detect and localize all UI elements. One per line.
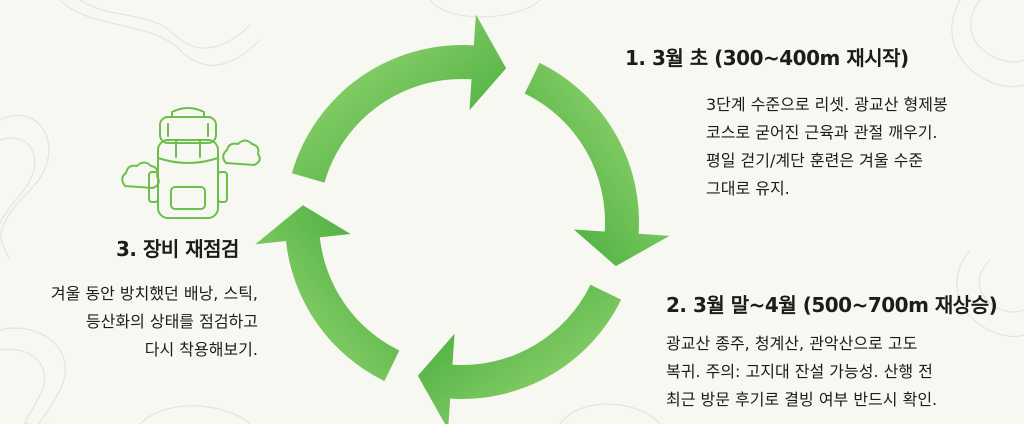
- step-3-title: 3. 장비 재점검: [116, 237, 239, 261]
- step-1-line: 3단계 수준으로 리셋. 광교산 형제봉: [706, 95, 948, 114]
- cloud-icon: [121, 161, 160, 190]
- step-2-title: 2. 3월 말~4월 (500~700m 재상승): [666, 293, 998, 317]
- step-1-line: 코스로 굳어진 근육과 관절 깨우기.: [706, 123, 938, 142]
- step-2-line: 복귀. 주의: 고지대 잔설 가능성. 산행 전: [666, 362, 933, 381]
- cloud-icon: [222, 139, 261, 167]
- cycle-arrow: [417, 284, 622, 424]
- step-3-line: 겨울 동안 방치했던 배낭, 스틱,: [50, 284, 258, 303]
- step-3-line: 등산화의 상태를 점검하고: [85, 312, 258, 331]
- cycle-arrow: [255, 205, 400, 382]
- step-1-description: 3단계 수준으로 리셋. 광교산 형제봉 코스로 굳어진 근육과 관절 깨우기.…: [706, 91, 948, 203]
- step-2-line: 광교산 종주, 청계산, 관악산으로 고도: [666, 334, 918, 353]
- step-1-line: 평일 걷기/계단 훈련은 겨울 수준: [706, 151, 924, 170]
- step-1-line: 그대로 유지.: [706, 179, 790, 198]
- step-3-description: 겨울 동안 방치했던 배낭, 스틱, 등산화의 상태를 점검하고 다시 착용해보…: [51, 280, 258, 364]
- cycle-arrow: [524, 62, 670, 267]
- step-2-description: 광교산 종주, 청계산, 관악산으로 고도 복귀. 주의: 고지대 잔설 가능성…: [666, 330, 937, 414]
- step-3-line: 다시 착용해보기.: [144, 340, 258, 359]
- cycle-arrow: [291, 14, 507, 183]
- backpack-icon: [148, 107, 228, 219]
- step-1-title: 1. 3월 초 (300~400m 재시작): [625, 46, 909, 70]
- step-2-line: 최근 방문 후기로 결빙 여부 반드시 확인.: [666, 390, 938, 409]
